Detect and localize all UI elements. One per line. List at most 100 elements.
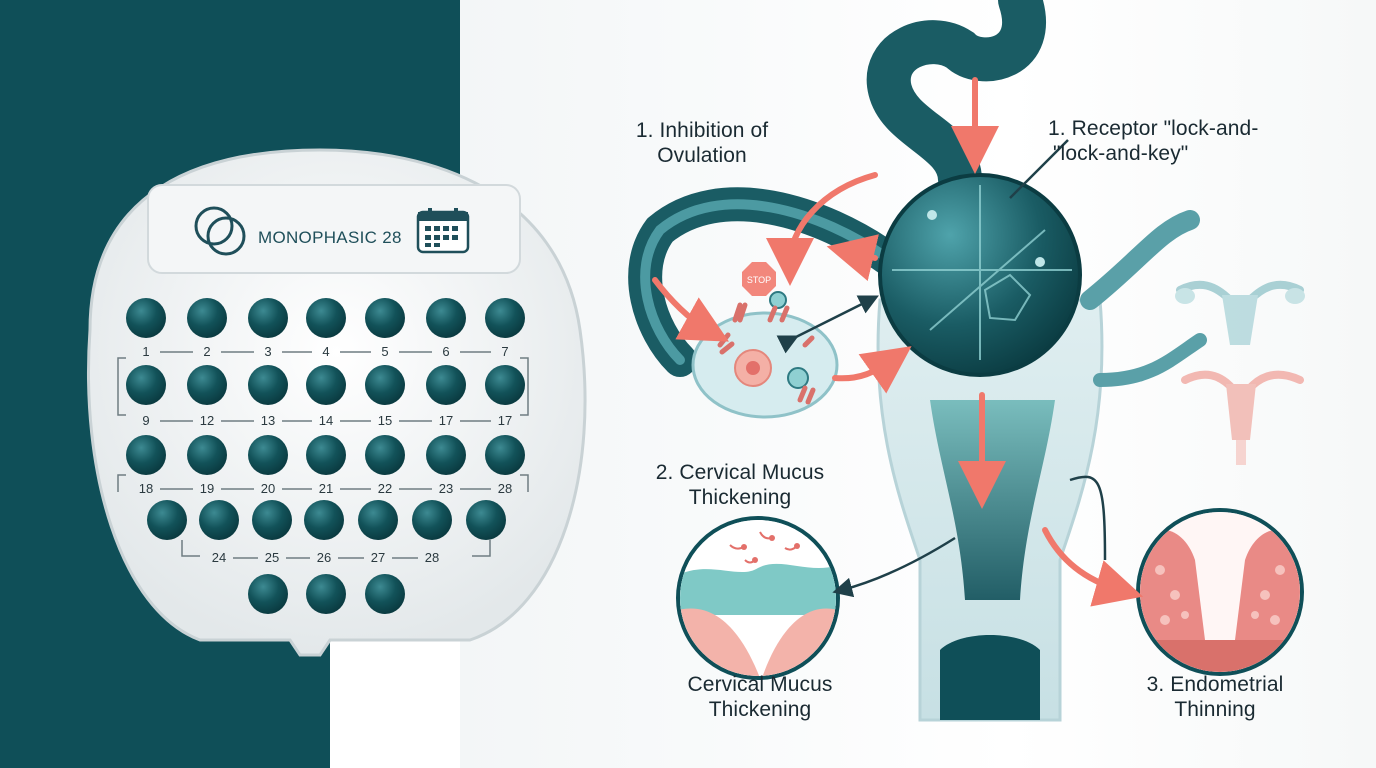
arrow-to-ovary [766,172,878,286]
pill [248,365,288,405]
arrow-in-tube [652,277,729,342]
left-tube-lumen [640,199,895,365]
pill [485,365,525,405]
pill [485,298,525,338]
flow-arrows [652,77,1144,607]
pill-day-label: 26 [317,550,331,565]
pill [365,298,405,338]
pill [466,500,506,540]
hormone-molecule [787,367,809,389]
cervical-mucus-inset [676,516,840,680]
pill-extra [306,574,346,614]
label-mucus-bottom-line1: Cervical Mucus [687,673,833,696]
sphere-node [1035,257,1045,267]
uterus-icon-pink [1181,370,1304,465]
label-mucus-top-line1: 2. Cervical Mucus [655,461,825,484]
pointer-arrows [776,139,1107,598]
vaginal-canal [940,635,1040,720]
label-receptor-line2: "lock-and-key" [1053,142,1189,165]
sphere-highlight [927,210,937,220]
pill-day-label: 9 [142,413,149,428]
pill-day-label: 23 [439,481,453,496]
pill-day-label: 28 [425,550,439,565]
pack-brackets [117,357,529,557]
label-mucus-bottom-line2: Thickening [708,698,812,721]
pill [187,365,227,405]
double-arrow-receptor [776,295,879,354]
pill [248,298,288,338]
right-tube-branch [1093,333,1207,387]
pill-extra [365,574,405,614]
pill-day-label: 17 [498,413,512,428]
stop-sign-text: STOP [747,275,771,285]
pill [412,500,452,540]
label-endometrial-line1: 3. Endometrial [1146,673,1284,696]
interlocking-rings-logo [194,206,246,256]
calendar-icon [416,208,470,254]
label-endometrial-thinning: 3. Endometrial Thinning [1105,672,1325,722]
hormone-molecule-2 [769,291,787,309]
label-cervical-mucus-bottom: Cervical Mucus Thickening [650,672,870,722]
pill-day-label: 22 [378,481,392,496]
label-cervical-mucus-top: 2. Cervical Mucus Thickening [630,460,850,510]
pill [365,435,405,475]
pill-day-label: 19 [200,481,214,496]
right-fallopian-tube [1080,210,1200,310]
pill-day-label: 13 [261,413,275,428]
pill-day-label: 25 [265,550,279,565]
label-receptor-line1: 1. Receptor "lock-and- [1048,117,1259,140]
pill [126,365,166,405]
label-inhibition-line1: 1. Inhibition of [635,119,769,142]
pill-day-label: 18 [139,481,153,496]
pill-score-lines [892,185,1072,360]
pill [147,500,187,540]
pill [126,298,166,338]
pill-day-label: 21 [319,481,333,496]
pill-day-label: 24 [212,550,226,565]
pill-day-label: 17 [439,413,453,428]
egg-cell [746,361,760,375]
pill [426,435,466,475]
pill-extra [248,574,288,614]
arrow-to-endometrium [1042,527,1144,607]
label-inhibition-line2: Ovulation [657,144,747,167]
pill-day-label: 4 [322,344,329,359]
pill-day-label: 28 [498,481,512,496]
pill-day-label: 1 [142,344,149,359]
pill [426,298,466,338]
pill [306,365,346,405]
arrow-ovary-to-sphere [832,346,912,394]
pill [485,435,525,475]
pill [187,435,227,475]
pill-day-label: 5 [381,344,388,359]
pill [126,435,166,475]
uterus-icon-teal [1175,280,1305,345]
pill [248,435,288,475]
endometrium-leader-line [1069,475,1107,561]
pill-day-label: 15 [378,413,392,428]
pill-day-label: 27 [371,550,385,565]
pill [426,365,466,405]
label-receptor-lock-and-key: 1. Receptor "lock-and- "lock-and-key" [1048,116,1348,166]
label-endometrial-line2: Thinning [1174,698,1256,721]
label-inhibition-of-ovulation: 1. Inhibition of Ovulation [612,118,792,168]
pill [199,500,239,540]
anatomy-illustration: STOP [628,0,1305,722]
pill-day-label: 3 [264,344,271,359]
pill [306,435,346,475]
endometrial-inset [1136,508,1304,676]
pill-day-label: 20 [261,481,275,496]
upper-tract [866,0,1046,202]
receptor-leader-line [1009,139,1069,199]
mucus-leader-arrow [832,536,956,598]
pill-day-label: 2 [203,344,210,359]
pill [365,365,405,405]
arrow-sphere-left [826,234,879,281]
pill [358,500,398,540]
pill-day-label: 6 [442,344,449,359]
pill-day-label: 12 [200,413,214,428]
pill [252,500,292,540]
pack-brand-text: MONOPHASIC 28 [258,228,402,247]
